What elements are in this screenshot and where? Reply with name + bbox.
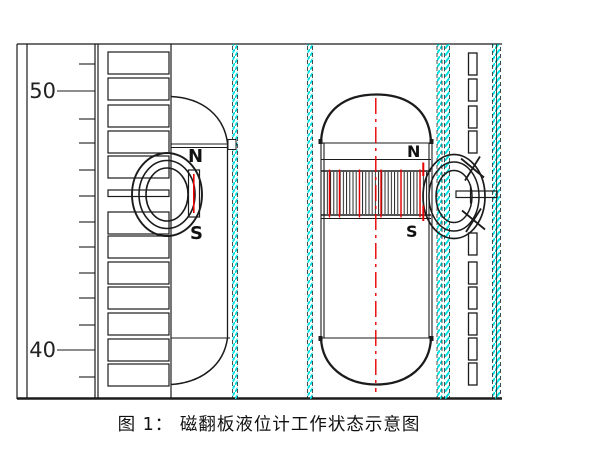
wheel-lower-x-stroke-2 [465,208,482,233]
corner-nub-br [429,336,434,341]
rail-segment [467,78,478,102]
left-float-top-dome [170,95,229,144]
flap-rect [107,130,170,154]
flap-rect [107,235,170,259]
right-pole-s-label: S [406,222,418,241]
rail-segment [467,130,478,154]
wheel-middle-ring [428,161,480,232]
rail-segment [467,232,478,256]
flap-rect [107,261,170,285]
left-float-side-bracket [227,139,237,150]
flap-rect [107,211,170,235]
magnet-band-red-lines [328,169,421,218]
right-float-top-dome [319,93,433,144]
hatched-centerline [436,43,443,400]
left-float-bottom-dome [170,337,229,386]
magnet-pole-face [187,169,201,218]
flap-rect [107,155,170,179]
rail-segment [467,286,478,310]
flap-wheel-indicator [422,153,498,240]
corner-nub-tl [318,139,323,144]
rail-segment [467,312,478,336]
right-float-bottom-dome [319,337,433,386]
magnet-torus-middle-ring [138,159,196,230]
wheel-mid-flap-bar [455,190,498,199]
magnet-torus-inner-ring [145,167,189,222]
rail-segment [467,337,478,361]
flap-rect [107,338,170,362]
rail-segment [467,362,478,386]
hatched-centerline [496,43,501,400]
hatched-centerline [307,43,313,400]
wheel-outer-ring [422,153,486,240]
right-pole-n-label: N [407,142,420,161]
indicator-rail [467,52,478,386]
rail-segment [467,261,478,285]
scale-label-50: 50 [29,79,56,103]
left-pole-s-label: S [190,223,203,244]
corner-nub-tr [429,139,434,144]
rail-segment [467,105,478,129]
rail-segment [467,52,478,76]
scale-label-40: 40 [29,338,56,362]
flap-rect [107,312,170,336]
hatched-centerline [232,43,238,400]
flap-rect [107,286,170,310]
left-pole-n-label: N [188,146,203,167]
hatched-centerline [492,43,497,400]
left-chamber-float [131,95,237,386]
flap-column [107,51,170,387]
flap-rect [107,77,170,101]
wheel-inner-ring [435,169,473,224]
scale-ticks [57,63,95,378]
flap-rect [107,363,170,387]
figure-caption: 图 1： 磁翻板液位计工作状态示意图 [117,415,421,435]
wheel-upper-x-stroke-2 [464,156,481,181]
flap-rect [107,104,170,128]
flap-rect [107,51,170,75]
hatched-boundary-lines [232,43,501,400]
magnet-torus-outer-ring [131,152,203,237]
corner-nub-bl [318,336,323,341]
